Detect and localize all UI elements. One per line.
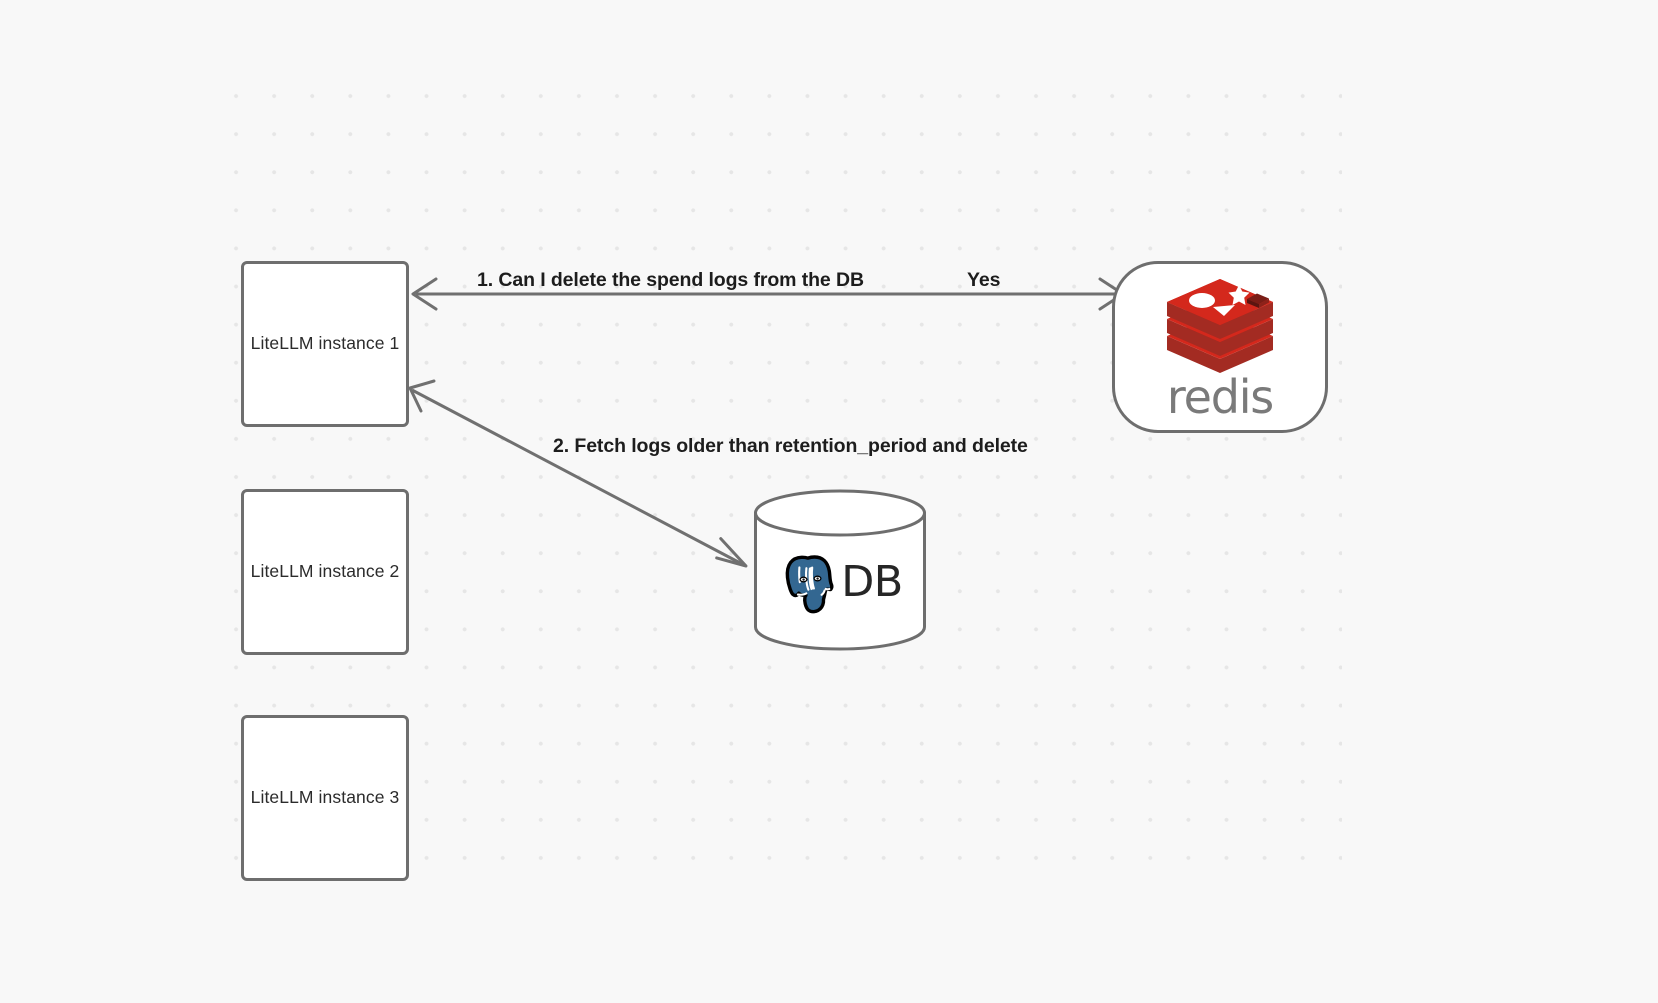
node-litellm-instance-3[interactable]: LiteLLM instance 3 <box>241 715 409 881</box>
node-litellm-instance-2[interactable]: LiteLLM instance 2 <box>241 489 409 655</box>
edge-label-step-1: 1. Can I delete the spend logs from the … <box>477 269 864 291</box>
database-logo-group: DB <box>753 547 927 617</box>
redis-wordmark: redis <box>1166 370 1274 425</box>
redis-logo-icon <box>1167 279 1273 374</box>
node-label-instance-1: LiteLLM instance 1 <box>250 333 400 354</box>
node-database[interactable]: DB <box>753 489 927 651</box>
cylinder-shape <box>754 489 926 651</box>
database-label: DB <box>841 557 903 607</box>
edge-label-step-2: 2. Fetch logs older than retention_perio… <box>553 435 1028 457</box>
edge-instance-1-to-database[interactable] <box>408 379 748 572</box>
node-label-instance-2: LiteLLM instance 2 <box>250 561 400 582</box>
node-label-instance-3: LiteLLM instance 3 <box>250 787 400 808</box>
postgresql-elephant-icon <box>785 555 834 614</box>
edge-label-yes: Yes <box>967 269 1001 291</box>
node-redis[interactable]: redis <box>1112 261 1328 433</box>
redis-logo-group: redis <box>1161 272 1279 420</box>
node-litellm-instance-1[interactable]: LiteLLM instance 1 <box>241 261 409 427</box>
